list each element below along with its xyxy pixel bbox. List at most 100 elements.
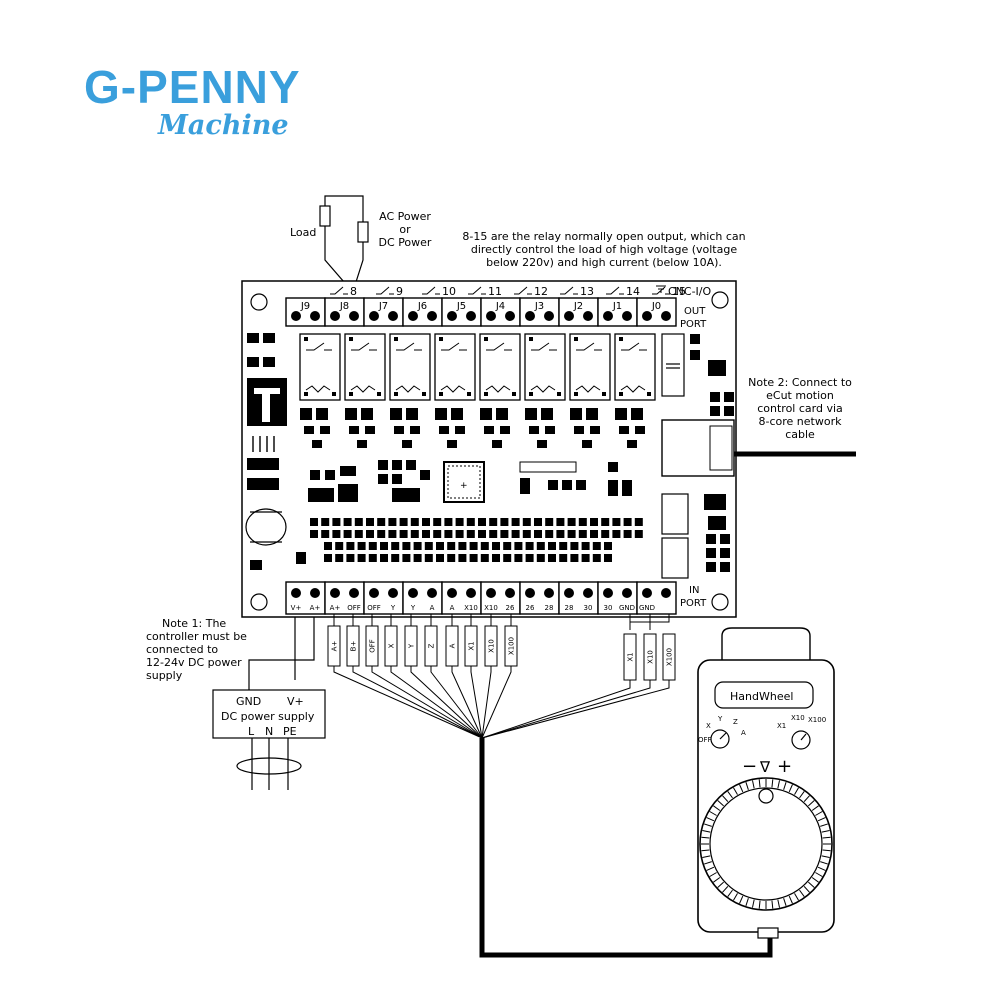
crystal-outline: [245, 508, 287, 546]
relay-switch-14: 14: [606, 285, 640, 298]
optocoupler-rows: [300, 408, 645, 562]
in-terminal-label: Y: [410, 604, 416, 612]
out-terminal-j9[interactable]: J9: [285, 297, 326, 327]
mains-wires: [236, 738, 302, 790]
handwheel-cable: [479, 738, 773, 958]
note-1-line-4: 12-24v DC power: [146, 656, 242, 669]
note-2-line-5: cable: [785, 428, 815, 441]
in-terminal-group[interactable]: GND: [636, 581, 677, 615]
note-2-line-2: eCut motion: [766, 389, 834, 402]
step-label-x100: X100: [808, 716, 826, 724]
power-source-icon: [357, 221, 369, 243]
out-port-line-1: OUT: [684, 306, 706, 317]
cable-label-x10: X10: [484, 614, 498, 667]
axis-selector-pointer: [719, 732, 727, 740]
in-terminal-group[interactable]: V+A+: [285, 581, 326, 615]
out-terminal-j0[interactable]: J0: [636, 297, 677, 327]
load-resistor-icon: [319, 205, 331, 227]
out-terminal-label: J4: [495, 301, 505, 312]
cable-label-right-x1: X1: [623, 633, 637, 681]
in-terminal-group[interactable]: 30 GND: [597, 581, 638, 615]
in-terminal-label: 30: [604, 604, 613, 612]
out-terminal-j2[interactable]: J2: [558, 297, 599, 327]
relay-number: 11: [488, 285, 502, 298]
step-selector-pointer: [800, 733, 807, 741]
axis-label-z: Z: [733, 718, 738, 726]
mount-hole-bl: [250, 593, 268, 611]
load-label: Load: [290, 226, 317, 239]
relay-number: 12: [534, 285, 548, 298]
in-terminal-label: X10: [464, 604, 478, 612]
brand-name: G-PENNY: [84, 61, 301, 113]
in-terminal-group[interactable]: A+OFF: [324, 581, 365, 615]
mid-components: [308, 460, 632, 502]
in-terminal-label: 26: [526, 604, 535, 612]
cable-label-x: X: [384, 614, 398, 667]
relay-11: [434, 333, 476, 401]
relay-switch-11: 11: [468, 285, 502, 298]
note-2-line-4: 8-core network: [758, 415, 842, 428]
step-label-x1: X1: [777, 722, 786, 730]
regulator-tab: [262, 392, 270, 422]
ic-lower: [661, 537, 689, 579]
note-1-line-3: connected to: [146, 643, 219, 656]
out-terminal-j3[interactable]: J3: [519, 297, 560, 327]
in-terminal-label: 30: [584, 604, 593, 612]
cable-label-right-x10: X10: [643, 633, 657, 681]
out-terminal-j4[interactable]: J4: [480, 297, 521, 327]
ic-upper: [661, 493, 689, 535]
relay-note-line-3: below 220v) and high current (below 10A)…: [486, 256, 722, 269]
cable-label-b+: B+: [346, 614, 360, 667]
out-terminal-label: J2: [573, 301, 583, 312]
note-2: Note 2: Connect to eCut motion control c…: [740, 376, 860, 441]
jog-wheel-ticks: [701, 779, 831, 909]
in-terminal-label: V+: [291, 604, 302, 612]
cnc-io-ground-icon: [656, 285, 666, 293]
jog-arrow-icon: ∇: [759, 758, 771, 776]
right-components: [690, 334, 734, 572]
in-terminal-label: A+: [330, 604, 341, 612]
cable-label-a+: A+: [327, 614, 341, 667]
note-2-line-3: control card via: [757, 402, 843, 415]
relay-switch-13: 13: [560, 285, 594, 298]
in-terminal-label: X10: [484, 604, 498, 612]
power-line-1: AC Power: [379, 210, 431, 223]
cable-label-off: OFF: [365, 614, 379, 667]
regulator-tab-top: [254, 388, 280, 394]
out-terminal-j1[interactable]: J1: [597, 297, 638, 327]
cnc-io-label: CNC-I/O: [668, 285, 712, 298]
cable-label-a: A: [445, 614, 459, 667]
note-2-line-1: Note 2: Connect to: [748, 376, 852, 389]
psu-title: DC power supply: [221, 710, 315, 723]
axis-label-x: X: [706, 722, 711, 730]
out-terminal-j5[interactable]: J5: [441, 297, 482, 327]
capacitor-box: [661, 333, 685, 397]
out-terminal-label: J1: [612, 301, 622, 312]
note-1-line-5: supply: [146, 669, 183, 682]
axis-label-a: A: [741, 729, 746, 737]
out-terminal-j8[interactable]: J8: [324, 297, 365, 327]
pin-header: [519, 461, 577, 473]
cable-label-text: OFF: [369, 639, 377, 653]
out-terminal-j6[interactable]: J6: [402, 297, 443, 327]
relay-8: [299, 333, 341, 401]
out-terminal-j7[interactable]: J7: [363, 297, 404, 327]
out-terminal-label: J3: [534, 301, 544, 312]
psu-n-label: N: [265, 725, 273, 738]
out-terminal-label: J6: [417, 301, 427, 312]
relay-12: [479, 333, 521, 401]
in-terminal-label: GND: [639, 604, 655, 612]
cable-label-x1: X1: [464, 614, 478, 667]
out-terminal-label: J9: [300, 301, 310, 312]
in-terminal-label: Y: [390, 604, 396, 612]
in-terminal-label: GND: [619, 604, 635, 612]
